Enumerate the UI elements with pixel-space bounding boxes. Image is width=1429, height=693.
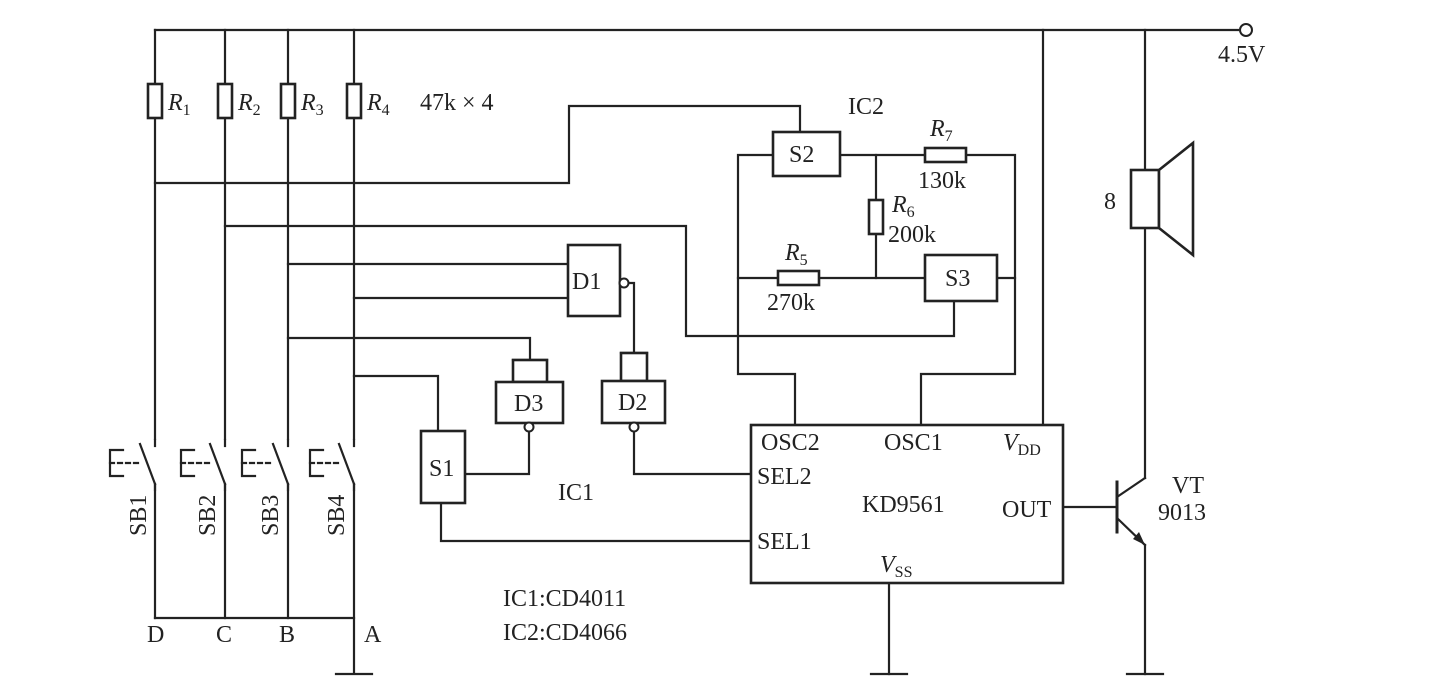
switch-s2 — [771, 130, 842, 178]
pushbutton-sb3 — [240, 438, 299, 492]
resistor-r6-value: 200k — [888, 222, 936, 248]
transistor-icon — [1115, 476, 1147, 547]
switch-s3-label: S3 — [945, 266, 970, 292]
wires — [153, 28, 1240, 676]
resistor-r2-label: R2 — [237, 90, 261, 119]
gate-d3-input-tie — [511, 358, 549, 384]
gate-d2-inverter-bubble-icon — [628, 421, 640, 433]
gate-d1-label: D1 — [572, 269, 601, 295]
resistor-r3-icon — [279, 82, 297, 120]
resistor-r1-label: R1 — [167, 90, 191, 119]
speaker-label: 8 — [1104, 189, 1116, 215]
resistor-r7-value: 130k — [918, 168, 966, 194]
resistor-r5-icon — [776, 269, 821, 287]
transistor-part: 9013 — [1158, 500, 1206, 526]
resistor-r3-label: R3 — [300, 90, 324, 119]
legend-ic1: IC1:CD4011 — [503, 586, 626, 612]
supply-terminal-icon — [1239, 23, 1253, 37]
resistor-r4-icon — [345, 82, 363, 120]
legend-ic2: IC2:CD4066 — [503, 620, 627, 646]
pushbutton-sb2 — [179, 438, 236, 492]
resistor-note: 47k × 4 — [420, 90, 494, 116]
node-d-label: D — [147, 622, 164, 648]
ic2-label: IC2 — [848, 94, 884, 120]
node-b-label: B — [279, 622, 295, 648]
switch-s3 — [923, 253, 999, 303]
resistor-r7-icon — [923, 146, 968, 164]
ic1-label: IC1 — [558, 480, 594, 506]
pushbutton-sb4 — [308, 438, 365, 492]
resistor-r5-value: 270k — [767, 290, 815, 316]
supply-voltage: 4.5V — [1218, 42, 1266, 68]
gate-d2-input-tie — [619, 351, 649, 383]
pushbutton-sb1 — [108, 438, 166, 492]
pushbutton-sb4-label: SB4 — [324, 495, 350, 536]
gate-d3-inverter-bubble-icon — [523, 421, 535, 433]
top-resistors: R1 R2 R3 R4 47k × 4 — [146, 82, 494, 120]
chip-osc2: OSC2 — [761, 430, 820, 456]
speaker-icon — [1129, 140, 1195, 258]
pushbutton-sb1-label: SB1 — [126, 495, 152, 536]
chip-vdd: VDD — [1003, 430, 1041, 459]
node-a-label: A — [364, 622, 382, 648]
node-c-label: C — [216, 622, 232, 648]
chip-kd9561 — [749, 423, 1065, 585]
resistor-r5-label: R5 — [784, 240, 808, 269]
resistor-r6-label: R6 — [891, 192, 915, 221]
chip-out: OUT — [1002, 497, 1052, 523]
resistor-r6-icon — [867, 198, 885, 236]
resistor-r1-icon — [146, 82, 164, 120]
switch-s2-label: S2 — [789, 142, 814, 168]
resistor-r2-icon — [216, 82, 234, 120]
pushbutton-sb3-label: SB3 — [258, 495, 284, 536]
gate-d2-label: D2 — [618, 390, 647, 416]
chip-name: KD9561 — [862, 492, 945, 518]
gate-d2 — [600, 379, 667, 425]
chip-osc1: OSC1 — [884, 430, 943, 456]
switch-s1-label: S1 — [429, 456, 454, 482]
gate-d1-inverter-bubble-icon — [618, 277, 630, 289]
pushbutton-sb2-label: SB2 — [195, 495, 221, 536]
switch-s1 — [419, 429, 467, 505]
gate-d3-label: D3 — [514, 391, 543, 417]
resistor-r4-label: R4 — [366, 90, 390, 119]
transistor-name: VT — [1172, 473, 1204, 499]
chip-vss: VSS — [880, 552, 912, 581]
chip-sel2: SEL2 — [757, 464, 812, 490]
resistor-r7-label: R7 — [929, 116, 953, 145]
chip-sel1: SEL1 — [757, 529, 812, 555]
